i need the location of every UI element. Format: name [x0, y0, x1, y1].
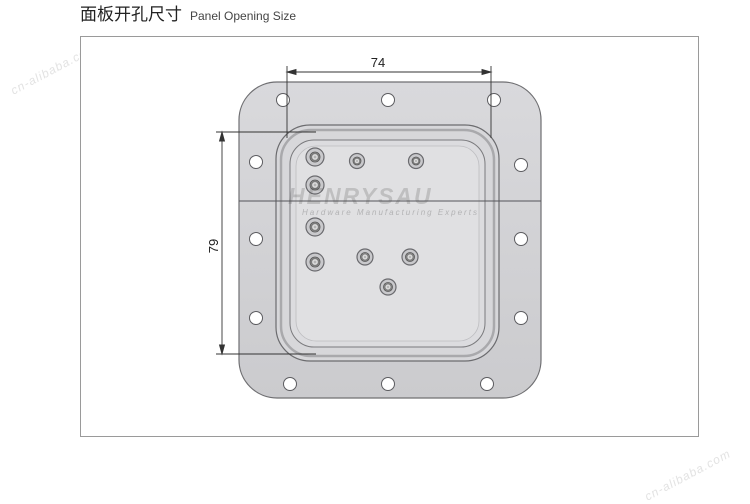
connector-hole [379, 278, 397, 296]
mounting-hole [249, 155, 263, 169]
connector-hole [305, 147, 325, 167]
mounting-hole [480, 377, 494, 391]
width-dimension [285, 66, 493, 138]
connector-hole [407, 152, 425, 170]
mounting-hole [514, 158, 528, 172]
connector-holes [305, 147, 425, 296]
width-arrow-right [481, 68, 493, 76]
brand-tagline: Hardware Manufacturing Experts [302, 208, 479, 217]
height-arrow-bottom [218, 344, 226, 356]
width-label: 74 [371, 55, 385, 70]
mounting-hole [514, 232, 528, 246]
mounting-hole [249, 232, 263, 246]
height-arrow-top [218, 130, 226, 142]
mounting-hole [276, 93, 290, 107]
connector-hole [401, 248, 419, 266]
recess-lip [279, 128, 496, 358]
height-label: 79 [206, 239, 221, 253]
mounting-hole [381, 93, 395, 107]
recess-floor [295, 145, 480, 342]
connector-hole [305, 252, 325, 272]
mounting-hole [514, 311, 528, 325]
width-arrow-left [285, 68, 297, 76]
title-english: Panel Opening Size [190, 9, 297, 23]
connector-hole [305, 175, 325, 195]
height-dimension [216, 130, 316, 356]
connector-hole [348, 152, 366, 170]
page-header: 面板开孔尺寸 Panel Opening Size [80, 0, 297, 25]
title-chinese: 面板开孔尺寸 [80, 5, 182, 25]
connector-hole [356, 248, 374, 266]
mounting-hole [249, 311, 263, 325]
mounting-hole [381, 377, 395, 391]
mounting-hole [283, 377, 297, 391]
brand-name: HENRYSAU [288, 183, 433, 209]
connector-hole [305, 217, 325, 237]
mounting-hole [487, 93, 501, 107]
